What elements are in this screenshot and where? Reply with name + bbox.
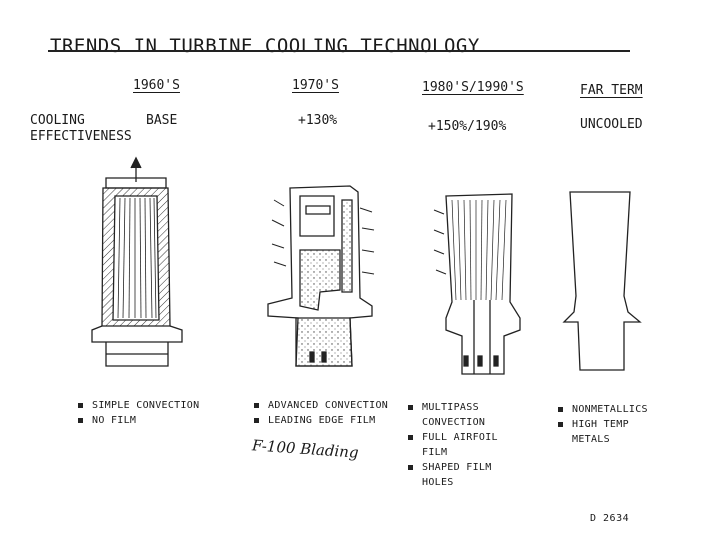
blade-1970s bbox=[267, 185, 375, 367]
era-1960s-label: 1960'S bbox=[133, 78, 180, 93]
feature-item: SIMPLE CONVECTION bbox=[78, 398, 199, 413]
row-label-line-2: EFFECTIVENESS bbox=[30, 129, 132, 144]
feature-item: ADVANCED CONVECTION bbox=[254, 398, 388, 413]
feature-item: LEADING EDGE FILM bbox=[254, 413, 388, 428]
features-1970s: ADVANCED CONVECTION LEADING EDGE FILM bbox=[254, 398, 388, 428]
feature-item: NO FILM bbox=[78, 413, 199, 428]
film-arrows bbox=[271, 199, 375, 275]
feature-item: MULTIPASS bbox=[408, 400, 498, 415]
feature-item-continued: FILM bbox=[422, 447, 448, 458]
row-label-line-1: COOLING bbox=[30, 113, 85, 128]
blade-1980s-1990s bbox=[433, 193, 521, 375]
features-1980s-1990s: MULTIPASS CONVECTION FULL AIRFOIL FILM S… bbox=[408, 400, 498, 490]
title-underline bbox=[48, 50, 630, 52]
era-1980s-1990s-label: 1980'S/1990'S bbox=[422, 80, 524, 95]
feature-item: FULL AIRFOIL bbox=[408, 430, 498, 445]
effectiveness-1960s: BASE bbox=[146, 113, 178, 128]
blade-far-term bbox=[562, 191, 642, 371]
features-1960s: SIMPLE CONVECTION NO FILM bbox=[78, 398, 199, 428]
blade-1960s bbox=[91, 156, 183, 367]
feature-item-continued: METALS bbox=[572, 434, 610, 445]
feature-item: SHAPED FILM bbox=[408, 460, 498, 475]
era-far-term-label: FAR TERM bbox=[580, 83, 643, 98]
feature-item-continued: CONVECTION bbox=[422, 417, 486, 428]
effectiveness-1980s-1990s: +150%/190% bbox=[428, 119, 507, 134]
feature-item: NONMETALLICS bbox=[558, 402, 648, 417]
feature-item: HIGH TEMP bbox=[558, 417, 648, 432]
row-label: COOLING EFFECTIVENESS bbox=[30, 113, 132, 145]
feature-item-continued: HOLES bbox=[422, 477, 454, 488]
era-1970s-label: 1970'S bbox=[292, 78, 339, 93]
document-id: D 2634 bbox=[590, 513, 630, 524]
effectiveness-far-term: UNCOOLED bbox=[580, 117, 643, 132]
features-far-term: NONMETALLICS HIGH TEMP METALS bbox=[558, 402, 648, 447]
effectiveness-1970s: +130% bbox=[298, 113, 338, 128]
